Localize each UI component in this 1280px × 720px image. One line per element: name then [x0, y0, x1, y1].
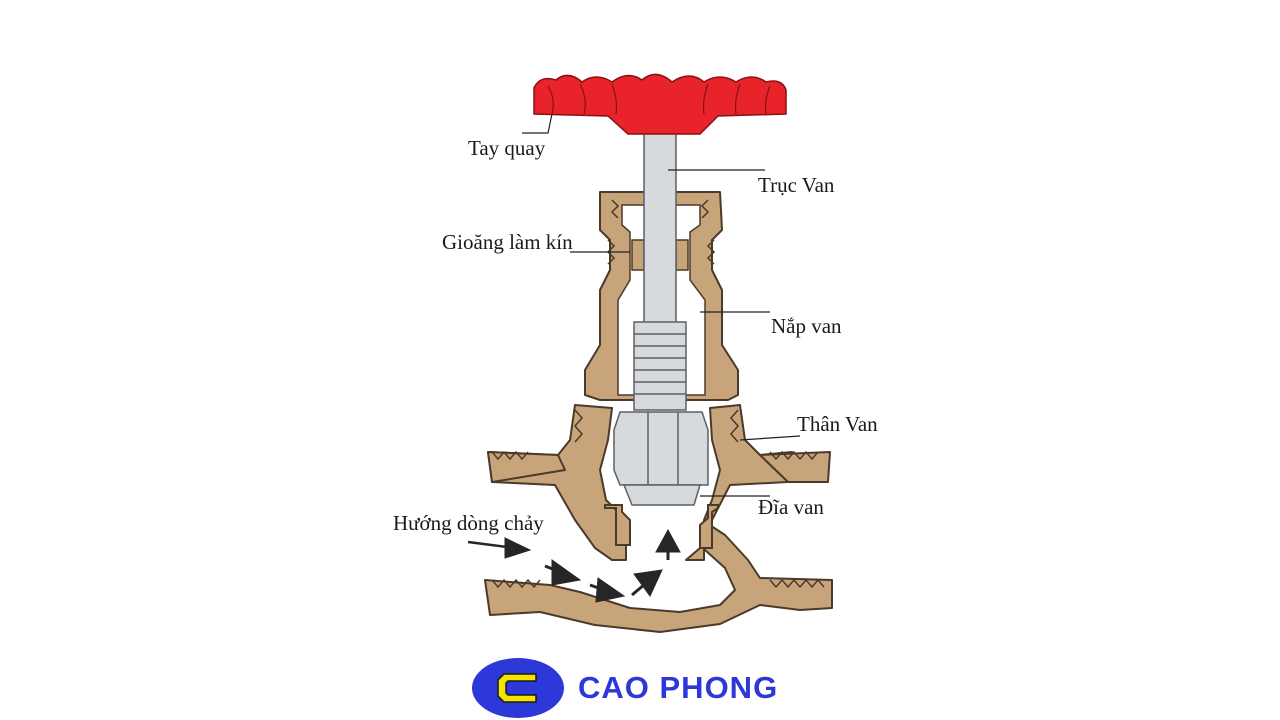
flow-arrow-3 — [595, 577, 626, 603]
stem-threads — [634, 333, 686, 395]
flow-arrow-5 — [655, 528, 681, 553]
brand-mark-icon — [472, 658, 564, 718]
valve-disc — [613, 411, 709, 506]
brand-logo: CAO PHONG — [470, 656, 810, 720]
label-gasket: Gioăng làm kín — [442, 230, 573, 254]
label-body: Thân Van — [797, 412, 878, 436]
flow-arrow-2 — [551, 559, 582, 586]
label-handwheel: Tay quay — [468, 136, 546, 160]
label-flow: Hướng dòng chảy — [393, 511, 544, 535]
valve-stem — [633, 129, 687, 411]
label-bonnet: Nắp van — [771, 314, 842, 338]
flow-arrows — [467, 528, 681, 603]
flow-arrow-1 — [504, 537, 532, 559]
brand-name: CAO PHONG — [578, 670, 779, 705]
label-stem: Trục Van — [758, 173, 835, 197]
body-threads — [491, 409, 825, 589]
flow-arrow-4 — [633, 569, 663, 597]
handwheel — [533, 73, 787, 135]
valve-body — [484, 404, 833, 633]
valve-seat — [604, 504, 719, 549]
leader-lines — [522, 113, 801, 497]
leader-handwheel — [522, 113, 553, 134]
leader-body — [739, 435, 801, 441]
handwheel-ridges — [547, 83, 771, 115]
label-disc: Đĩa van — [758, 495, 824, 519]
